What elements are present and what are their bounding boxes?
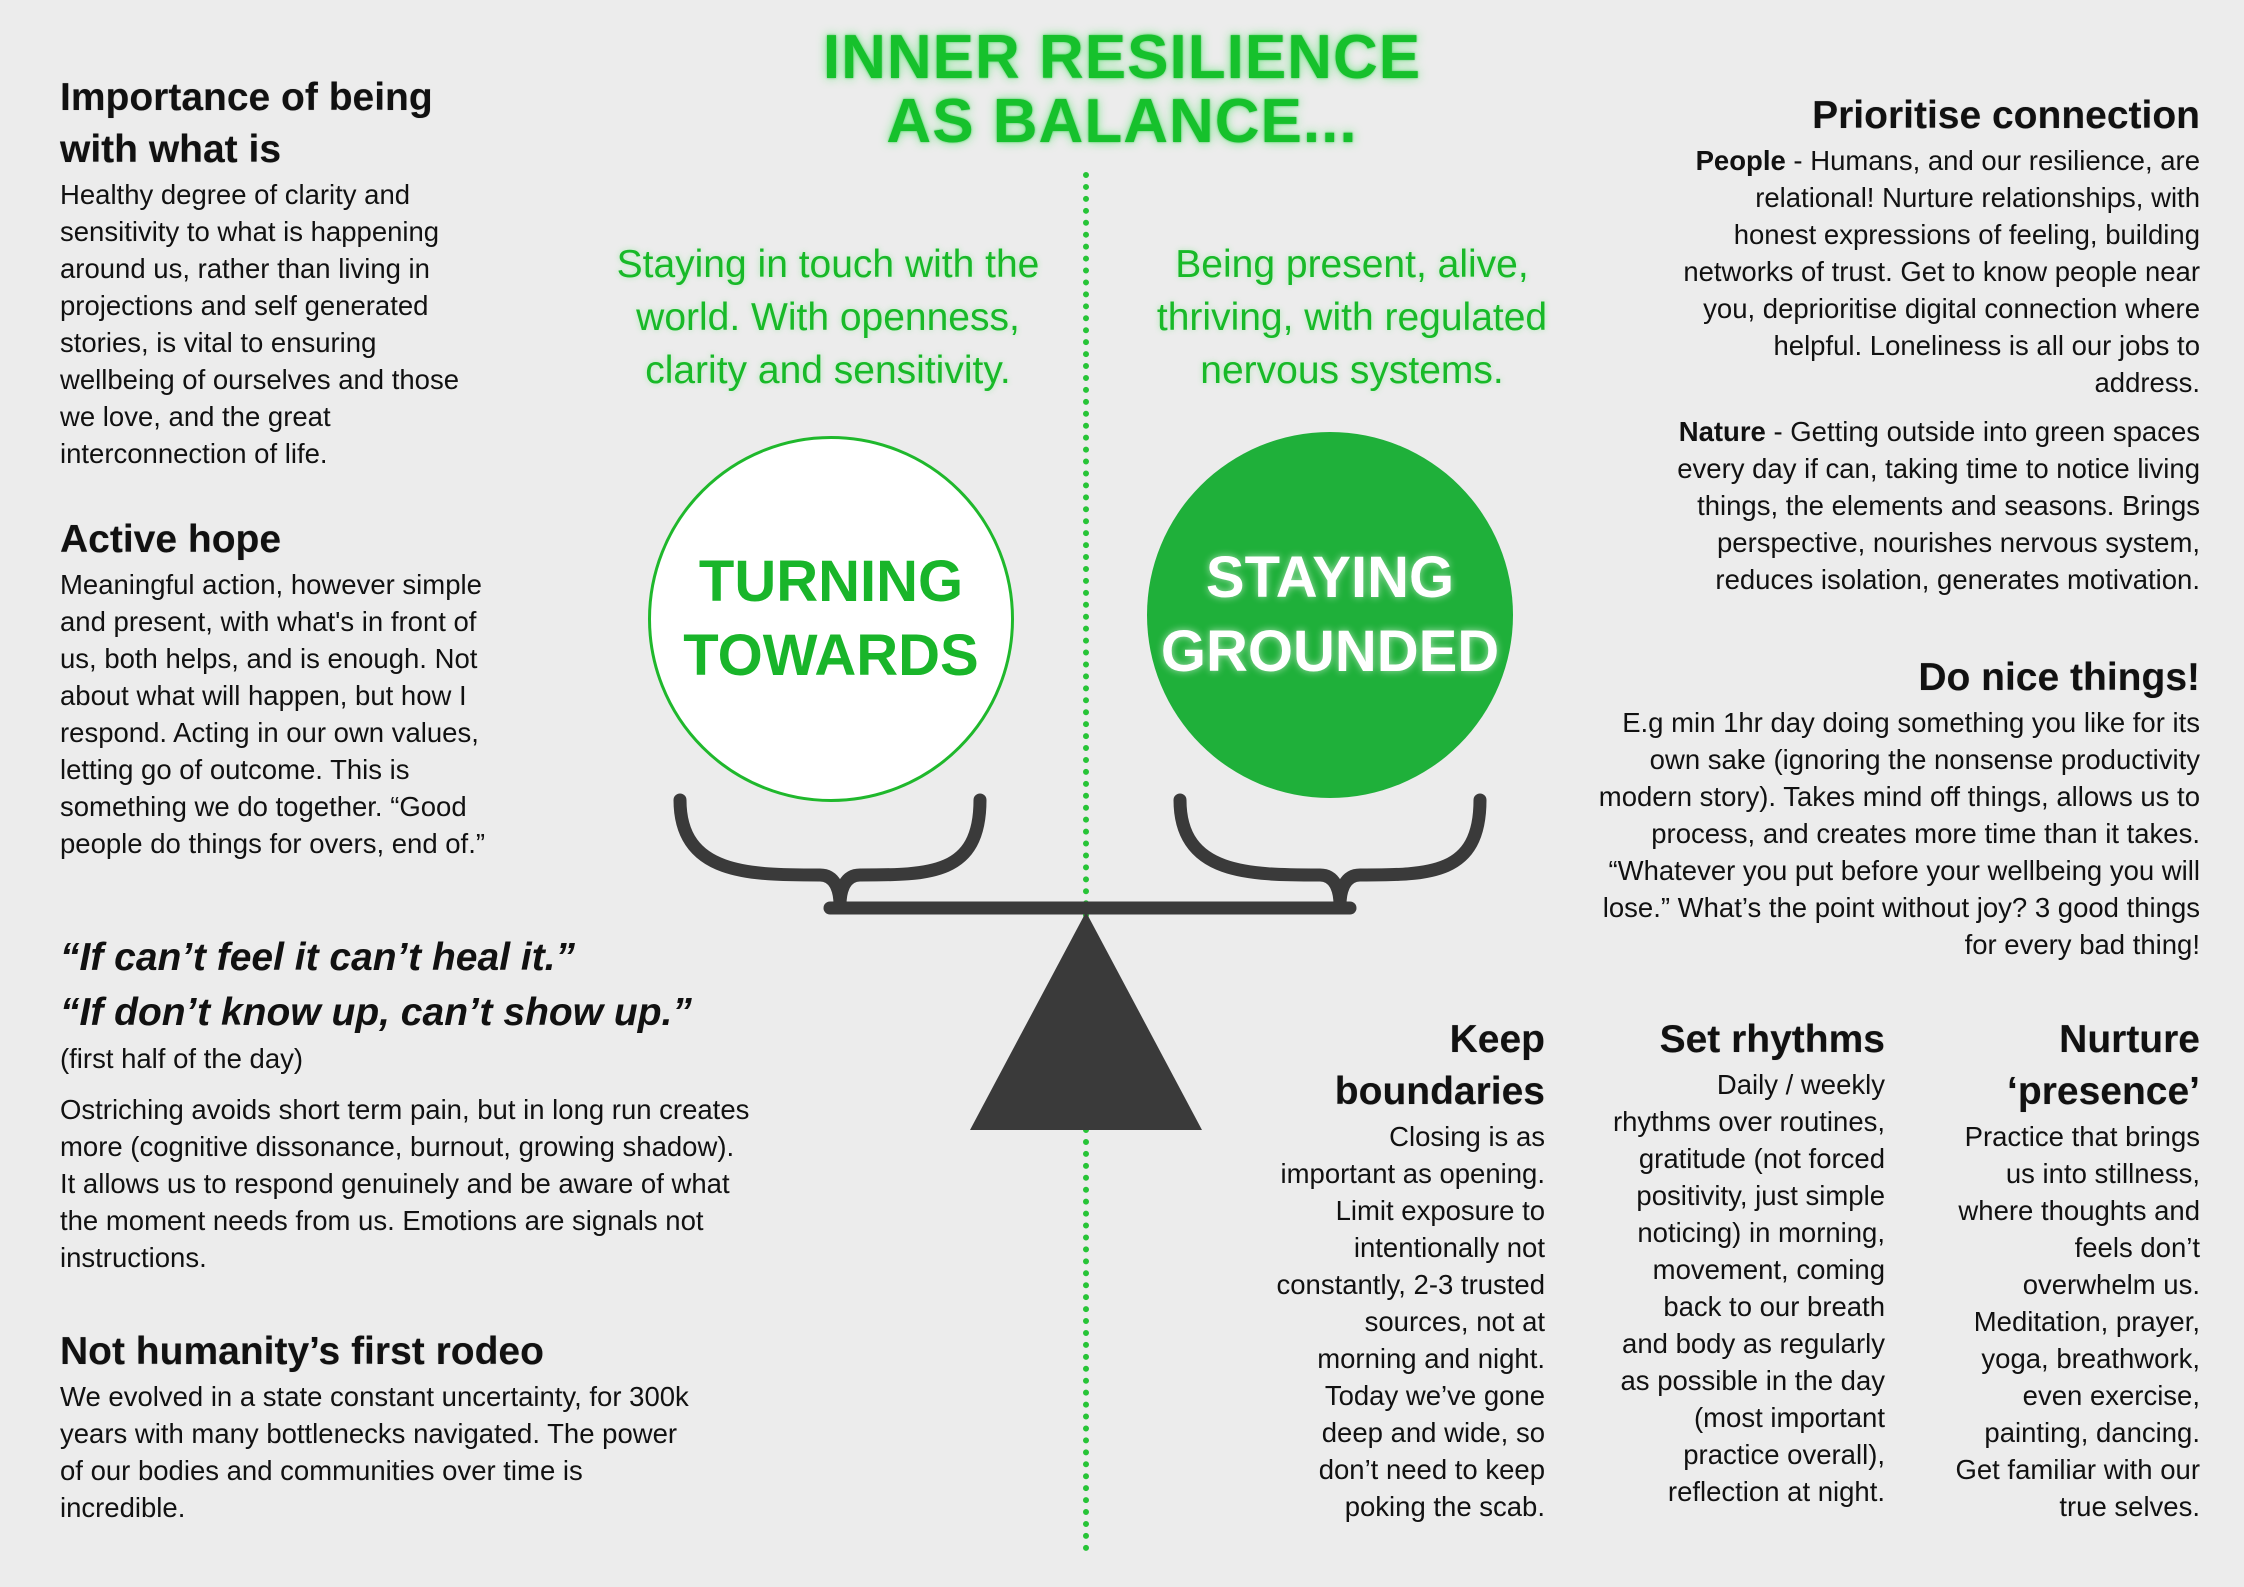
balance-scale-icon	[673, 793, 1487, 1130]
section-nice-things: Do nice things! E.g min 1hr day doing so…	[1500, 652, 2200, 963]
body-nice-things: E.g min 1hr day doing something you like…	[1598, 707, 2200, 960]
heading-importance: Importance of being with what is	[60, 76, 433, 171]
body-rhythms: Daily / weekly rhythms over routines, gr…	[1612, 1069, 1885, 1507]
body-boundaries: Closing is as important as opening. Limi…	[1276, 1121, 1545, 1522]
section-quotes: “If can’t feel it can’t heal it.” “If do…	[60, 930, 860, 1276]
quote-know-show: “If don’t know up, can’t show up.”	[60, 991, 692, 1034]
section-importance: Importance of being with what is Healthy…	[60, 72, 580, 472]
heading-presence: Nurture ‘presence’	[2007, 1018, 2200, 1113]
quote-note: (first half of the day)	[60, 1043, 304, 1074]
heading-boundaries: Keep boundaries	[1334, 1018, 1545, 1113]
tagline-left: Staying in touch with the world. With op…	[616, 243, 1040, 392]
heading-rodeo: Not humanity’s first rodeo	[60, 1330, 544, 1373]
heading-active-hope: Active hope	[60, 518, 282, 561]
body-quotes: Ostriching avoids short term pain, but i…	[60, 1094, 750, 1273]
body-rodeo: We evolved in a state constant uncertain…	[60, 1381, 689, 1523]
body-people: People - Humans, and our resilience, are…	[1683, 145, 2200, 398]
turning-towards-circle: TURNING TOWARDS	[648, 436, 1014, 802]
section-connection: Prioritise connection People - Humans, a…	[1530, 90, 2200, 598]
section-rodeo: Not humanity’s first rodeo We evolved in…	[60, 1326, 820, 1526]
tagline-right: Being present, alive, thriving, with reg…	[1156, 243, 1548, 392]
title-line-1: INNER RESILIENCE	[822, 23, 1422, 92]
body-nature: Nature - Getting outside into green spac…	[1677, 416, 2200, 595]
staying-grounded-circle: STAYING GROUNDED	[1147, 432, 1513, 798]
page-title: INNER RESILIENCE AS BALANCE...	[560, 26, 1684, 154]
heading-rhythms: Set rhythms	[1659, 1018, 1885, 1061]
body-active-hope: Meaningful action, however simple and pr…	[60, 569, 485, 859]
title-line-2: AS BALANCE...	[886, 87, 1358, 156]
section-active-hope: Active hope Meaningful action, however s…	[60, 514, 580, 862]
quote-feel-heal: “If can’t feel it can’t heal it.”	[60, 936, 576, 979]
heading-nice-things: Do nice things!	[1918, 656, 2200, 699]
section-rhythms: Set rhythms Daily / weekly rhythms over …	[1570, 1014, 1885, 1510]
body-presence: Practice that brings us into stillness, …	[1955, 1121, 2200, 1522]
heading-connection: Prioritise connection	[1812, 94, 2200, 137]
center-divider	[1083, 172, 1089, 1552]
section-presence: Nurture ‘presence’ Practice that brings …	[1905, 1014, 2200, 1525]
body-importance: Healthy degree of clarity and sensitivit…	[60, 179, 460, 469]
section-boundaries: Keep boundaries Closing is as important …	[1220, 1014, 1545, 1525]
